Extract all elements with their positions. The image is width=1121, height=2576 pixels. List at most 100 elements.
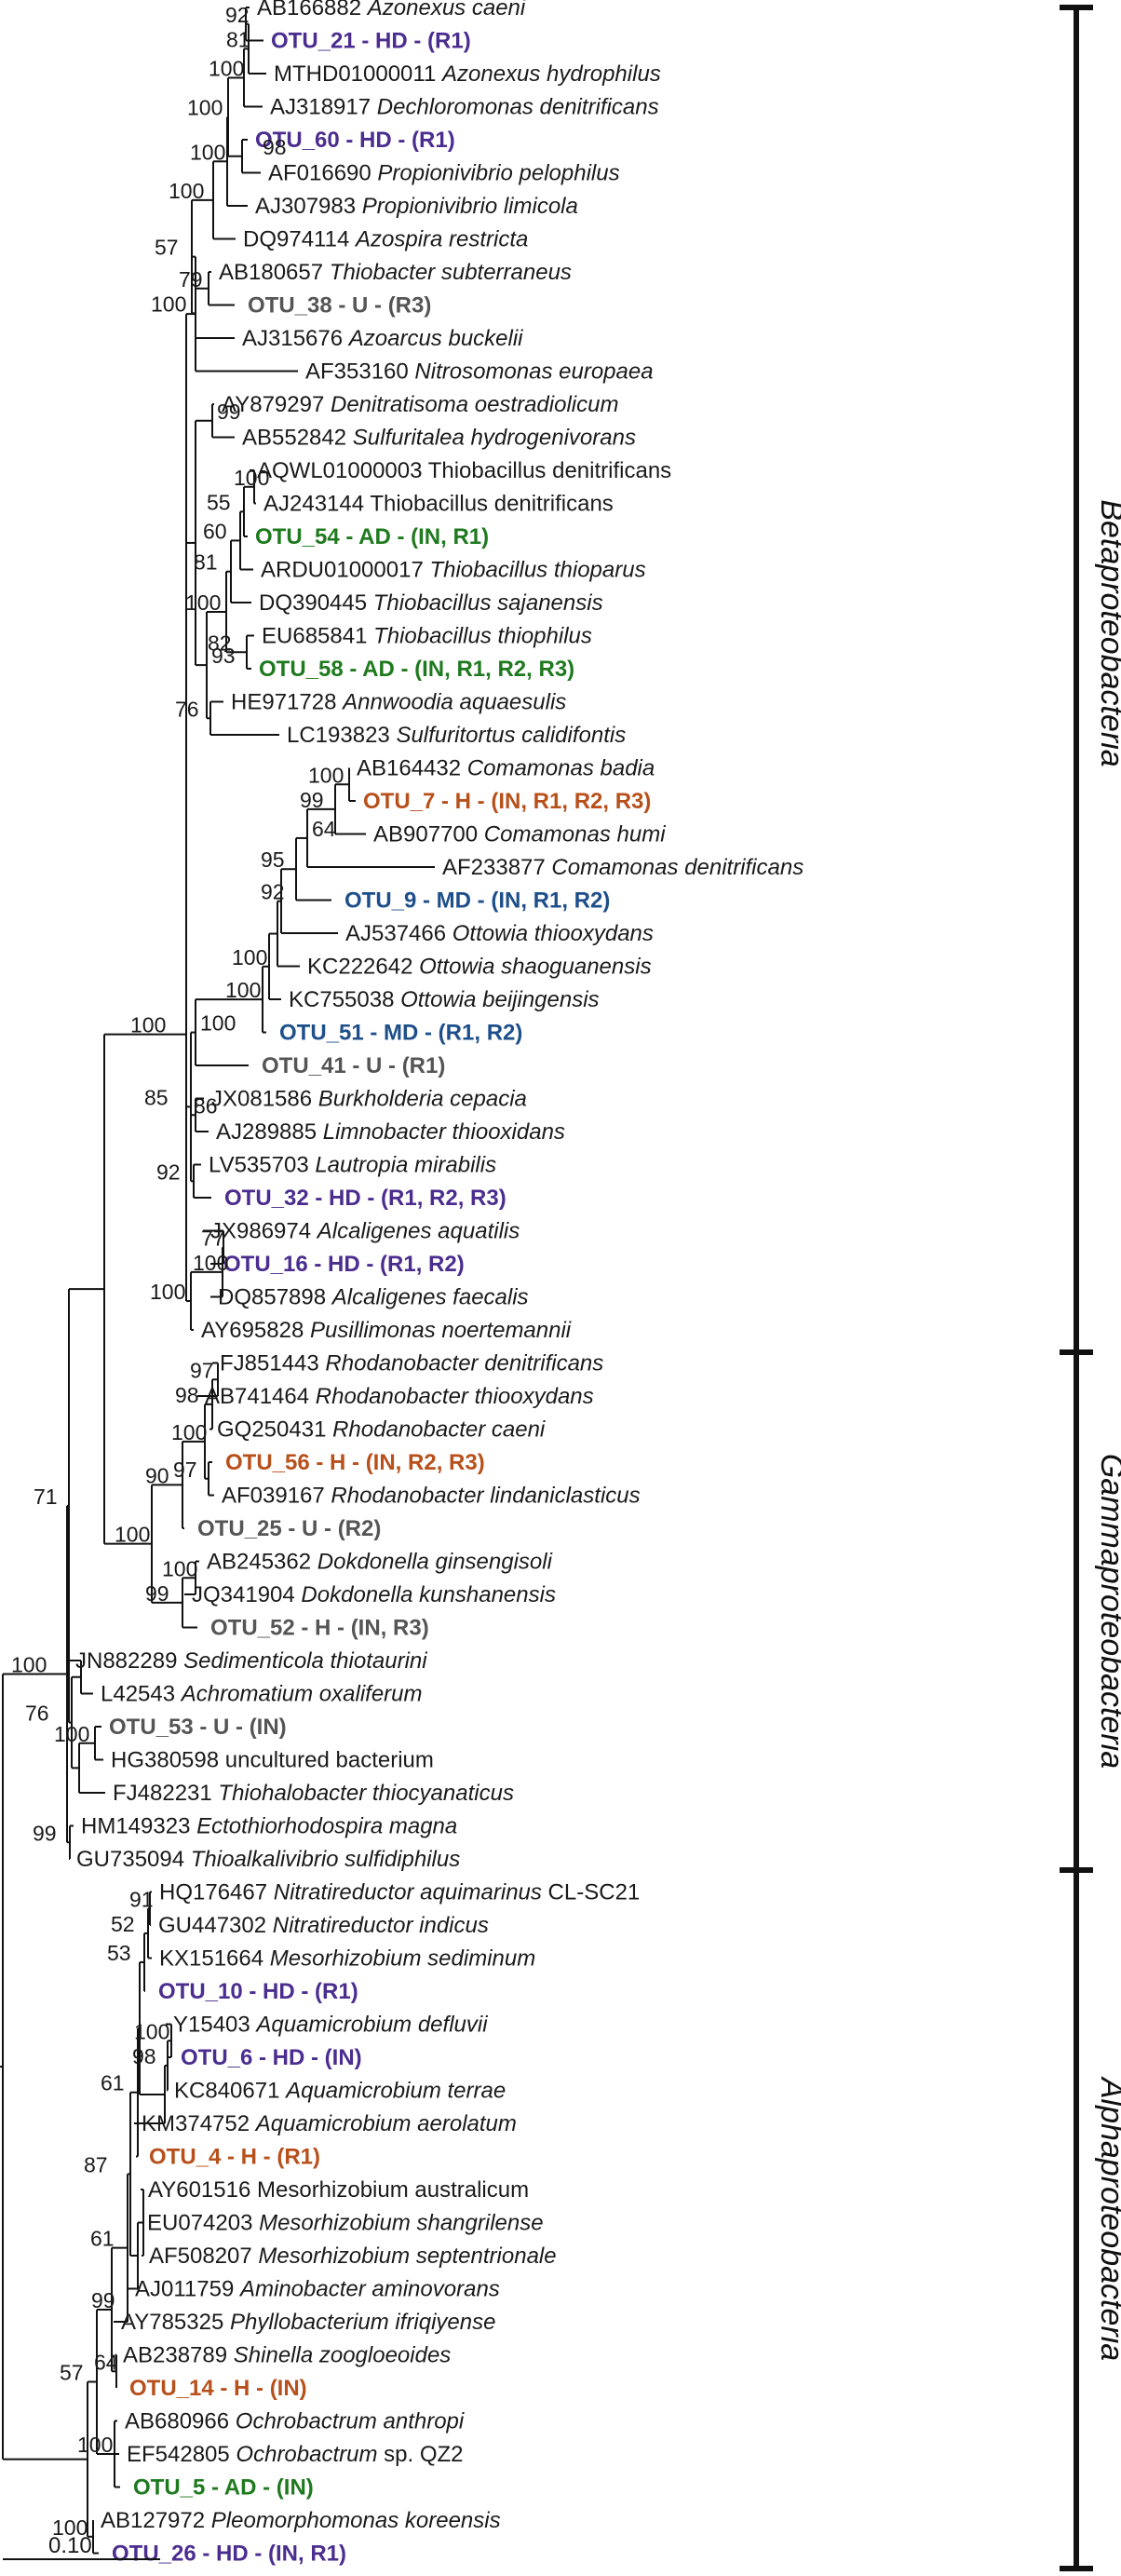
reference-label: AB741464 Rhodanobacter thiooxydans bbox=[205, 1384, 594, 1409]
bootstrap-value: 100 bbox=[171, 1420, 207, 1444]
species-name: Thiobacillus denitrificans bbox=[370, 492, 613, 517]
species-name: Comamonas denitrificans bbox=[551, 855, 804, 880]
accession: Y15403 bbox=[173, 2013, 256, 2038]
species-name: Thioalkalivibrio sulfidiphilus bbox=[191, 1847, 460, 1872]
bootstrap-value: 100 bbox=[11, 1653, 47, 1677]
accession: AJ307983 bbox=[255, 194, 362, 219]
reference-label: AB180657 Thiobacter subterraneus bbox=[219, 260, 572, 285]
reference-label: AJ289885 Limnobacter thiooxidans bbox=[216, 1119, 565, 1145]
species-name: Dechloromonas denitrificans bbox=[377, 95, 659, 120]
bootstrap-value: 90 bbox=[145, 1463, 169, 1487]
bootstrap-value: 100 bbox=[115, 1523, 150, 1547]
reference-label: EU685841 Thiobacillus thiophilus bbox=[262, 624, 592, 649]
bootstrap-value: 100 bbox=[308, 763, 344, 787]
bootstrap-value: 76 bbox=[175, 697, 199, 721]
reference-label: AJ307983 Propionivibrio limicola bbox=[255, 194, 578, 219]
species-name: Sedimenticola thiotaurini bbox=[183, 1648, 427, 1674]
accession: AF016690 bbox=[268, 161, 377, 186]
reference-label: LV535703 Lautropia mirabilis bbox=[209, 1153, 496, 1178]
species-name: Comamonas humi bbox=[484, 822, 666, 847]
species-name: Ochrobactrum bbox=[236, 2442, 377, 2467]
bootstrap-value: 100 bbox=[52, 2515, 88, 2540]
accession: KC840671 bbox=[174, 2079, 286, 2104]
accession: DQ857898 bbox=[218, 1285, 332, 1310]
accession: HM149323 bbox=[81, 1814, 196, 1839]
accession: JN882289 bbox=[75, 1648, 183, 1674]
accession: AB164432 bbox=[357, 756, 467, 781]
bootstrap-value: 100 bbox=[162, 1556, 197, 1580]
reference-label: DQ974114 Azospira restricta bbox=[243, 227, 528, 252]
bootstrap-value: 100 bbox=[234, 466, 269, 490]
species-name: Mesorhizobium australicum bbox=[257, 2177, 529, 2203]
bootstrap-value: 99 bbox=[145, 1581, 169, 1606]
species-name: Burkholderia cepacia bbox=[318, 1087, 527, 1112]
reference-label: AJ011759 Aminobacter aminovorans bbox=[135, 2277, 500, 2302]
accession: AB741464 bbox=[205, 1384, 316, 1409]
accession: FJ482231 bbox=[113, 1781, 218, 1806]
otu-label: OTU_10 - HD - (R1) bbox=[158, 1979, 358, 2004]
species-name: Propionivibrio pelophilus bbox=[377, 161, 619, 186]
accession: JX986974 bbox=[210, 1219, 317, 1244]
bootstrap-value: 81 bbox=[194, 550, 218, 575]
reference-label: AJ537466 Ottowia thiooxydans bbox=[345, 921, 654, 946]
reference-label: AF016690 Propionivibrio pelophilus bbox=[268, 161, 620, 186]
accession: HE971728 bbox=[231, 690, 343, 715]
reference-label: AB552842 Sulfuritalea hydrogenivorans bbox=[242, 426, 636, 451]
species-name: Dokdonella kunshanensis bbox=[301, 1582, 556, 1607]
species-name: Rhodanobacter denitrificans bbox=[325, 1351, 603, 1376]
species-name: Mesorhizobium shangrilense bbox=[259, 2211, 543, 2236]
bootstrap-value: 100 bbox=[225, 978, 261, 1002]
species-name: Ectothiorhodospira magna bbox=[196, 1814, 457, 1839]
accession: AY879297 bbox=[222, 392, 331, 417]
bootstrap-value: 100 bbox=[209, 56, 244, 80]
species-name: Nitratireductor indicus bbox=[273, 1913, 489, 1938]
clade-label-alpha: Alphaproteobacteria bbox=[1094, 2076, 1121, 2361]
bootstrap-value: 100 bbox=[134, 2019, 169, 2043]
reference-label: AB238789 Shinella zoogloeoides bbox=[123, 2343, 451, 2368]
bootstrap-value: 64 bbox=[312, 817, 336, 841]
bootstrap-value: 99 bbox=[300, 788, 324, 812]
reference-label: EF542805 Ochrobactrum sp. QZ2 bbox=[127, 2442, 464, 2467]
accession: AB127972 bbox=[101, 2508, 211, 2533]
accession: AJ537466 bbox=[345, 921, 452, 946]
accession: EF542805 bbox=[127, 2442, 236, 2467]
bootstrap-value: 100 bbox=[185, 590, 221, 615]
species-name: Thiobacter subterraneus bbox=[330, 260, 572, 285]
species-name: Dokdonella ginsengisoli bbox=[317, 1550, 553, 1575]
species-name: Alcaligenes aquatilis bbox=[316, 1219, 520, 1244]
species-name: Sulfuritortus calidifontis bbox=[396, 723, 626, 748]
species-name: Denitratisoma oestradiolicum bbox=[331, 392, 618, 417]
species-name: Aquamicrobium defluvii bbox=[254, 2013, 488, 2038]
otu-label: OTU_51 - MD - (R1, R2) bbox=[279, 1021, 522, 1046]
bootstrap-value: 100 bbox=[130, 1013, 166, 1037]
reference-label: FJ482231 Thiohalobacter thiocyanaticus bbox=[113, 1781, 514, 1806]
species-name: Azospira restricta bbox=[354, 227, 528, 252]
species-name: Annwoodia aquaesulis bbox=[341, 690, 566, 715]
bootstrap-value: 98 bbox=[132, 2044, 156, 2068]
accession: GQ250431 bbox=[217, 1417, 332, 1443]
bootstrap-value: 93 bbox=[211, 644, 236, 668]
species-name: Nitrosomonas europaea bbox=[414, 359, 653, 385]
accession: DQ974114 bbox=[243, 227, 356, 252]
bootstrap-value: 61 bbox=[101, 2071, 125, 2095]
species-name: Thiobacillus thiophilus bbox=[373, 624, 592, 649]
species-name: Comamonas badia bbox=[467, 756, 655, 781]
reference-label: JX081586 Burkholderia cepacia bbox=[211, 1087, 527, 1112]
reference-label: AJ318917 Dechloromonas denitrificans bbox=[270, 95, 659, 120]
species-name: Ochrobactrum anthropi bbox=[236, 2409, 465, 2434]
strain-suffix: sp. QZ2 bbox=[377, 2442, 463, 2467]
species-name: Azoarcus buckelii bbox=[347, 326, 523, 351]
clade-label-beta: Betaproteobacteria bbox=[1094, 499, 1121, 766]
reference-label: HQ176467 Nitratireductor aquimarinus CL-… bbox=[159, 1880, 640, 1905]
reference-label: KC840671 Aquamicrobium terrae bbox=[174, 2079, 506, 2104]
bootstrap-value: 77 bbox=[201, 1226, 225, 1250]
accession: KC755038 bbox=[289, 987, 400, 1012]
otu-label: OTU_60 - HD - (R1) bbox=[255, 128, 455, 153]
accession: HQ176467 bbox=[159, 1880, 274, 1905]
otu-label: OTU_41 - U - (R1) bbox=[262, 1053, 445, 1078]
bootstrap-value: 100 bbox=[190, 140, 225, 164]
accession: AY785325 bbox=[121, 2310, 230, 2335]
species-name: Rhodanobacter thiooxydans bbox=[316, 1384, 594, 1409]
reference-label: KC222642 Ottowia shaoguanensis bbox=[307, 955, 652, 980]
species-name: Ottowia thiooxydans bbox=[452, 921, 654, 946]
